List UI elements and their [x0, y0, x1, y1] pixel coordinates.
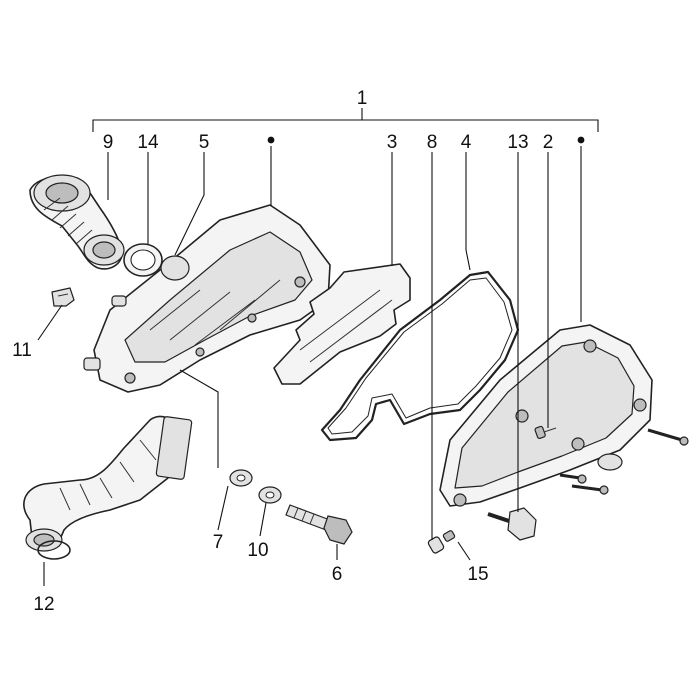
callout-9: 9: [103, 132, 114, 153]
bolt-part-6: [285, 504, 353, 545]
gasket-part: [320, 270, 520, 442]
intake-bellows-part: [29, 174, 125, 270]
callout-3: 3: [387, 132, 398, 153]
callout-7: 7: [213, 532, 224, 553]
washer-part-7: [229, 469, 253, 487]
screw-right-upper: [647, 428, 689, 446]
drain-plug-part: [427, 530, 456, 554]
screw-right-lower-1: [559, 473, 587, 484]
knob-screw-part: [487, 507, 537, 541]
washer-part-10: [258, 486, 282, 504]
callout-12: 12: [33, 594, 54, 615]
callout-5: 5: [199, 132, 210, 153]
filter-element-part: [273, 263, 411, 385]
filter-cover-part: [439, 324, 653, 507]
lower-duct-part: [23, 415, 193, 560]
callout-11: 11: [12, 340, 32, 361]
clip-part: [51, 287, 75, 307]
callout-10: 10: [247, 540, 268, 561]
callout-1: 1: [357, 88, 368, 109]
callout-13: 13: [507, 132, 528, 153]
callout-4: 4: [461, 132, 472, 153]
bullet-marker: [577, 136, 585, 144]
leader-lines: [37, 146, 582, 586]
callout-15: 15: [467, 564, 488, 585]
callout-2: 2: [543, 132, 554, 153]
callout-6: 6: [332, 564, 343, 585]
callout-labels: 1 9 14 5 3 8 4 13 2 11 7 10 6 15 12: [12, 88, 553, 615]
assembly-bracket: [92, 108, 599, 132]
filter-housing-base-part: [83, 204, 331, 393]
screw-right-lower-2: [571, 484, 609, 495]
bullet-marker: [267, 136, 275, 144]
callout-14: 14: [137, 132, 159, 153]
screw-part-2: [534, 425, 557, 440]
callout-8: 8: [427, 132, 438, 153]
hose-clamp-part: [123, 243, 163, 277]
